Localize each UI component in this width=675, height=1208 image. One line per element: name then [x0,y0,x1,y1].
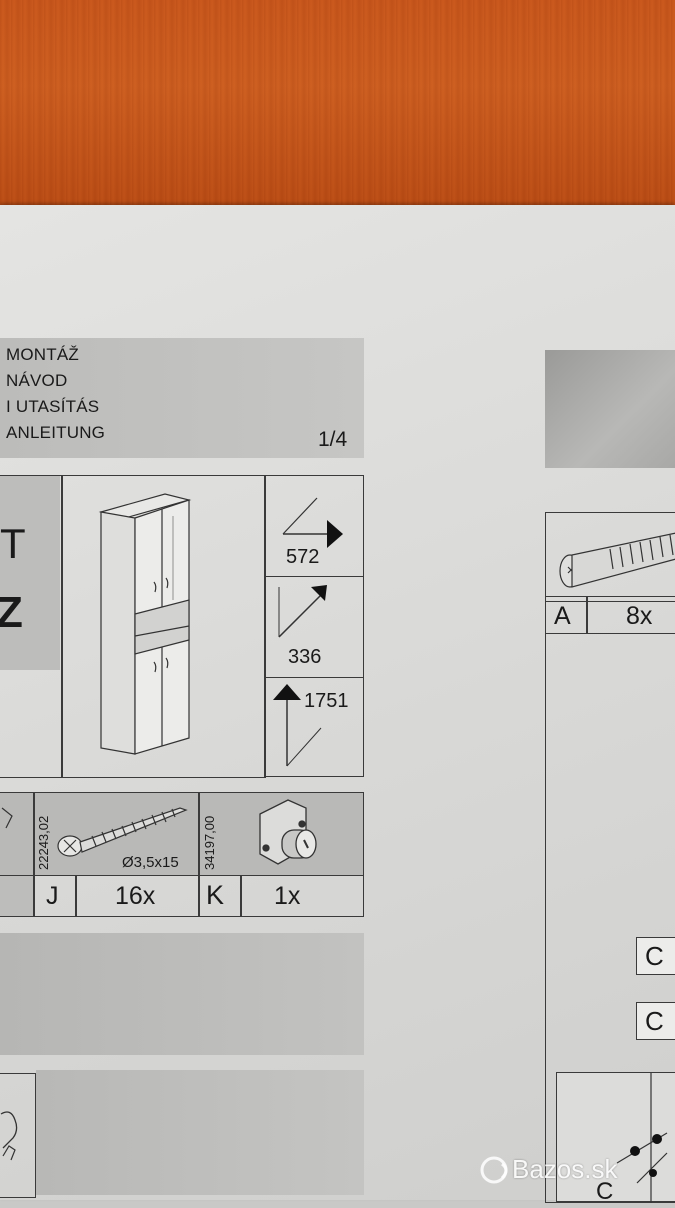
part-a-qty: 8x [626,602,653,630]
bottom-c-label: C [596,1178,614,1205]
cabinet-drawing-box [62,475,266,778]
lock-cylinder-icon [259,799,317,865]
product-name-shade [0,476,60,670]
dimension-depth-box [264,576,364,678]
header-line-2: NÁVOD [6,371,68,390]
screw-icon [57,807,188,857]
header-line-4: ANLEITUNG [6,423,106,442]
assembly-diagram [616,1073,668,1203]
divider [75,875,77,917]
watermark-logo-icon [480,1156,508,1184]
divider [586,596,588,634]
product-letter-top: T [0,520,26,567]
partial-part-icon [1,807,13,829]
step-band-1 [0,933,364,1055]
part-j-size: Ø3,5x15 [122,854,179,871]
part-j-qty: 16x [115,882,156,910]
height-arrow-icon [273,684,322,767]
label-shade [0,876,33,916]
product-name-panel [0,475,62,778]
part-k-code: 34197,00 [202,815,217,870]
right-header-band [545,350,675,468]
header-band [0,338,364,458]
parts-labels-row [0,875,364,917]
c-label-box-1 [636,937,675,975]
part-j-code: 22243,02 [36,815,51,870]
width-arrow-icon [282,497,343,548]
dimension-width: 572 [286,546,320,568]
right-part-image-box [545,512,675,602]
product-letter-bottom: Z [0,588,23,637]
divider [33,792,35,916]
watermark-text: Bazos.sk [512,1154,618,1184]
header-line-3: I UTASÍTÁS [6,397,100,416]
part-k-letter: K [206,880,225,910]
dimension-height-box [264,677,364,777]
hand-tool-icon [0,1111,18,1161]
cabinet-illustration [98,493,192,755]
right-assembly-drawing [556,1072,675,1203]
c-label-2: C [645,1006,664,1036]
tool-box [0,1073,36,1198]
c-label-1: C [645,941,664,971]
c-label-box-2 [636,1002,675,1040]
divider [198,792,200,916]
header-line-1: MONTÁŽ [6,345,79,364]
depth-arrow-icon [278,585,327,638]
wooden-table [0,0,675,215]
page-number: 1/4 [318,428,348,451]
dimension-height: 1751 [304,690,349,712]
part-j-letter: J [46,882,59,910]
part-a-letter: A [554,602,571,630]
step-band-2 [36,1070,364,1195]
divider [240,875,242,917]
watermark [476,1150,512,1195]
bolt-icon [559,532,675,588]
part-k-qty: 1x [274,882,301,910]
dimension-depth: 336 [288,646,322,668]
